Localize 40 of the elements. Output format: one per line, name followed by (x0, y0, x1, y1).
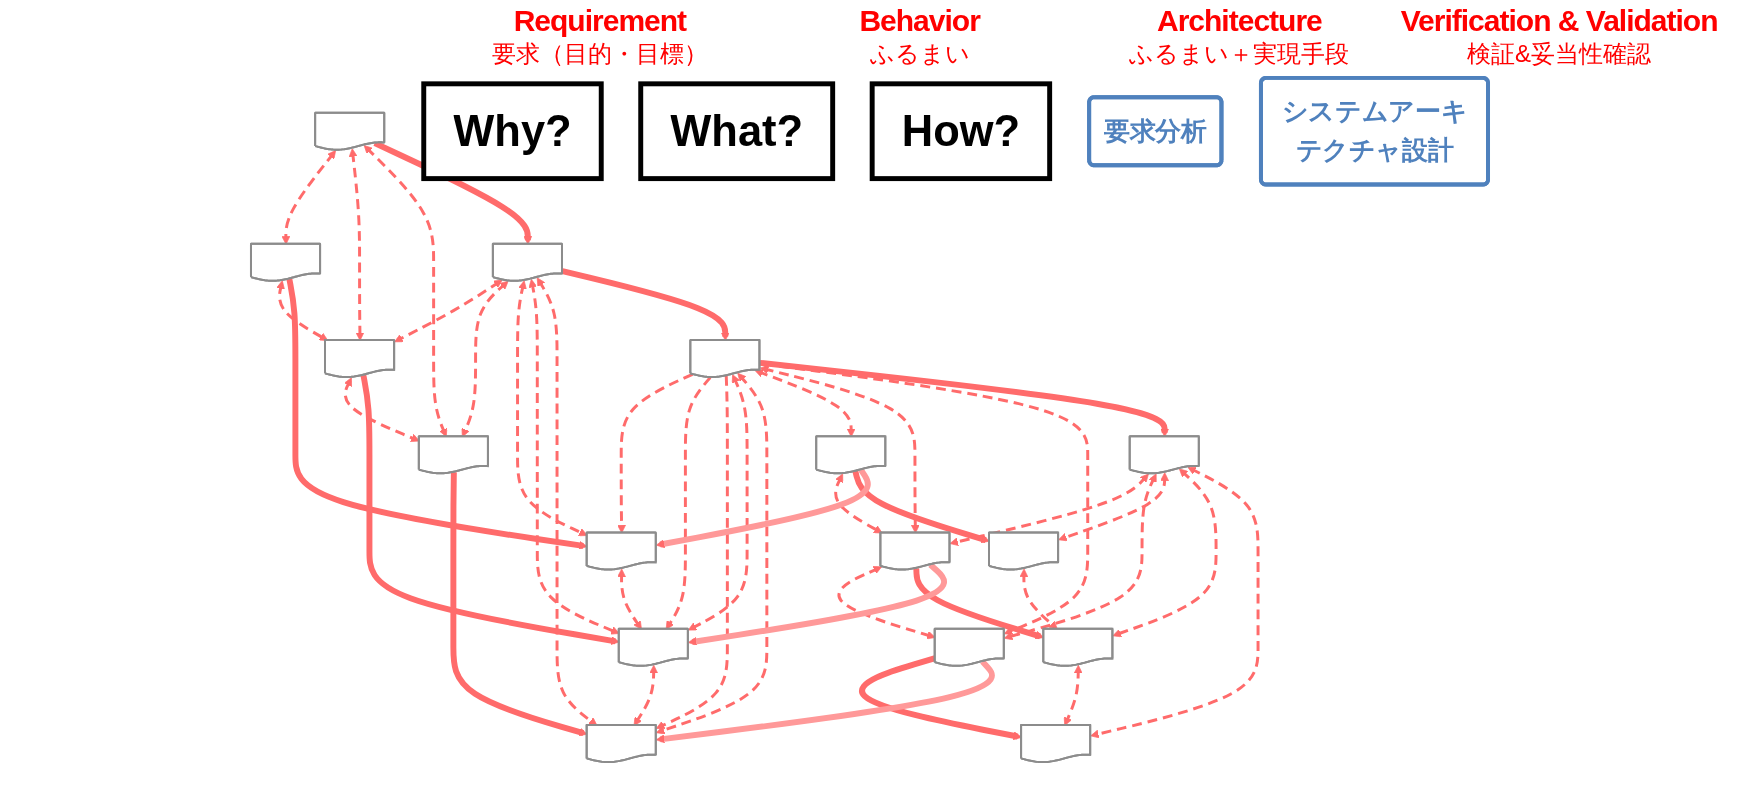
arrow (949, 473, 1149, 546)
arrow (1112, 468, 1218, 638)
arrow (450, 472, 588, 737)
column-heading: Verification & Validation (1399, 4, 1719, 38)
node-box: How? (869, 81, 1053, 182)
column-subheading: ふるまい (868, 39, 971, 69)
column-heading: Behavior (858, 4, 982, 38)
node-box: What? (638, 81, 836, 182)
column-subheading: ふるまい＋実現手段 (1128, 39, 1351, 69)
arrow (655, 659, 995, 744)
arrow (655, 375, 729, 730)
arrow (348, 148, 365, 341)
arrow (1090, 466, 1260, 739)
arrow (394, 279, 503, 343)
arrow (687, 374, 749, 631)
arrow (834, 473, 883, 534)
column-heading: Architecture (1156, 4, 1323, 38)
arrow (536, 277, 598, 726)
arrow (1003, 473, 1157, 641)
arrow (516, 280, 588, 537)
arrow (655, 468, 871, 549)
arrow (276, 280, 329, 341)
arrow (561, 268, 730, 341)
column-heading: Requirement (512, 4, 688, 38)
arrow (852, 470, 990, 544)
arrow (913, 568, 1045, 640)
arrow (837, 566, 936, 640)
arrow (343, 377, 420, 442)
arrow (1058, 472, 1169, 542)
arrow (759, 365, 920, 534)
arrow (528, 278, 620, 635)
arrow (633, 664, 658, 726)
node-box: Why? (421, 81, 604, 182)
arrow (360, 374, 620, 645)
column-subheading: 要求（目的・目標） (490, 39, 709, 69)
arrow (859, 655, 1022, 741)
arrow (1063, 664, 1083, 726)
arrow (655, 372, 769, 735)
arrow (286, 278, 588, 550)
column-subheading: 検証&妥当性確認 (1466, 39, 1653, 69)
